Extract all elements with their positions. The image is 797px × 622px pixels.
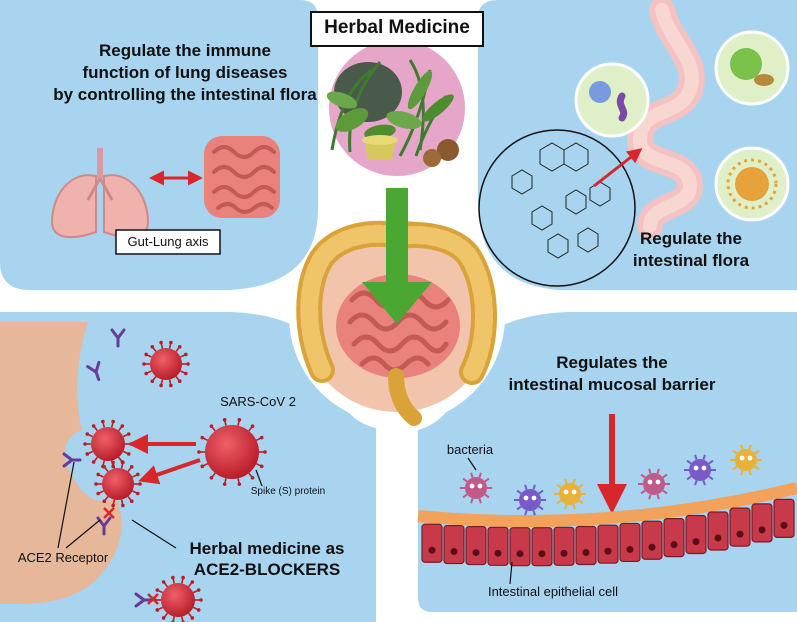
epithelial-cell bbox=[685, 514, 707, 555]
gut-lung-axis-box bbox=[115, 229, 221, 255]
molecule-circle bbox=[478, 129, 636, 287]
ace2-receptor-icon bbox=[86, 360, 101, 382]
epithelial-cell bbox=[465, 525, 487, 566]
bacterium-icon bbox=[638, 468, 670, 500]
host-cell-icon bbox=[0, 322, 122, 604]
lungs-icon bbox=[50, 148, 150, 239]
bacterium-icon bbox=[554, 478, 586, 510]
spike-protein-label: Spike (S) protein bbox=[250, 486, 326, 497]
immune-heading: Regulate the immune function of lung dis… bbox=[40, 40, 330, 106]
flora-heading-line-2: intestinal flora bbox=[632, 251, 750, 270]
spike-pointer bbox=[255, 469, 263, 487]
bacteria-row bbox=[460, 444, 762, 516]
epithelial-cell bbox=[751, 503, 773, 543]
barrier-heading-line-2: intestinal mucosal barrier bbox=[508, 375, 716, 394]
receptor-pointer-2 bbox=[65, 519, 101, 549]
ace2-receptor-icon bbox=[110, 328, 126, 348]
page-title: Herbal Medicine bbox=[324, 17, 470, 38]
epithelial-cell bbox=[509, 527, 531, 567]
sars-cov-2-label: SARS-CoV 2 bbox=[220, 394, 296, 409]
bacteria-label: bacteria bbox=[446, 442, 494, 457]
virus-icon bbox=[94, 460, 142, 508]
gut-lung-axis-label: Gut-Lung axis bbox=[127, 234, 209, 249]
blocked-x-icon bbox=[103, 507, 159, 605]
microbe-circle-left bbox=[574, 62, 650, 138]
binding-arrow-icon-2 bbox=[138, 458, 201, 485]
microbe-circle-right-top bbox=[714, 30, 790, 106]
bacterium-icon bbox=[460, 472, 492, 504]
title-box bbox=[310, 11, 484, 47]
epithelial-cell bbox=[553, 526, 575, 566]
flora-heading: Regulate the intestinal flora bbox=[598, 228, 784, 272]
epithelial-cell bbox=[619, 522, 641, 563]
mucus-layer bbox=[417, 482, 797, 528]
barrier-heading-line-1: Regulates the bbox=[556, 353, 668, 372]
epithelial-cell bbox=[531, 527, 553, 567]
epithelial-cell bbox=[575, 525, 597, 566]
ace2-receptor-icon bbox=[62, 452, 82, 468]
herbs-icon bbox=[326, 59, 459, 167]
bacteria-pointer bbox=[467, 457, 477, 471]
immune-heading-line-2: function of lung diseases bbox=[82, 63, 288, 82]
epithelial-cell bbox=[597, 524, 619, 564]
epithelial-cell bbox=[443, 524, 465, 565]
virus-icon bbox=[197, 418, 267, 486]
flora-arrow-icon bbox=[593, 148, 643, 188]
bacterium-icon bbox=[730, 444, 762, 476]
ace2-blocker-line-1: Herbal medicine as bbox=[189, 539, 345, 558]
ace2-receptor-icon bbox=[96, 516, 112, 536]
epithelial-cell bbox=[729, 507, 751, 547]
digestive-tract-icon bbox=[626, 0, 705, 239]
epithelial-cell bbox=[707, 511, 729, 551]
ace2-blocker-heading: Herbal medicine as ACE2-BLOCKERS bbox=[168, 538, 366, 580]
flora-heading-line-1: Regulate the bbox=[639, 229, 743, 248]
receptor-pointer-1 bbox=[57, 461, 75, 549]
microbe-circle-right-bottom bbox=[714, 146, 790, 222]
blocker-pointer bbox=[131, 519, 177, 549]
epithelial-cell bbox=[641, 520, 663, 560]
immune-heading-line-3: by controlling the intestinal flora bbox=[53, 85, 317, 104]
epithelial-cell bbox=[421, 523, 443, 563]
ace2-receptor-label: ACE2 Receptor bbox=[17, 550, 109, 565]
epithelial-cell-row bbox=[421, 498, 795, 567]
epithelial-cell bbox=[663, 517, 685, 558]
immune-heading-line-1: Regulate the immune bbox=[99, 41, 271, 60]
barrier-heading: Regulates the intestinal mucosal barrier bbox=[462, 352, 762, 396]
small-intestine-icon bbox=[204, 136, 280, 218]
epithelial-cell bbox=[773, 498, 795, 538]
ace2-receptors bbox=[62, 328, 154, 608]
bacterium-icon bbox=[684, 454, 716, 486]
epithelial-pointer bbox=[509, 561, 513, 585]
green-arrow-icon bbox=[362, 188, 432, 324]
ace2-blocker-line-2: ACE2-BLOCKERS bbox=[193, 560, 341, 579]
epithelial-cell-label: Intestinal epithelial cell bbox=[487, 584, 619, 599]
epithelial-cell bbox=[487, 526, 509, 566]
virus-icon bbox=[142, 340, 190, 388]
bacterium-icon bbox=[514, 484, 546, 516]
